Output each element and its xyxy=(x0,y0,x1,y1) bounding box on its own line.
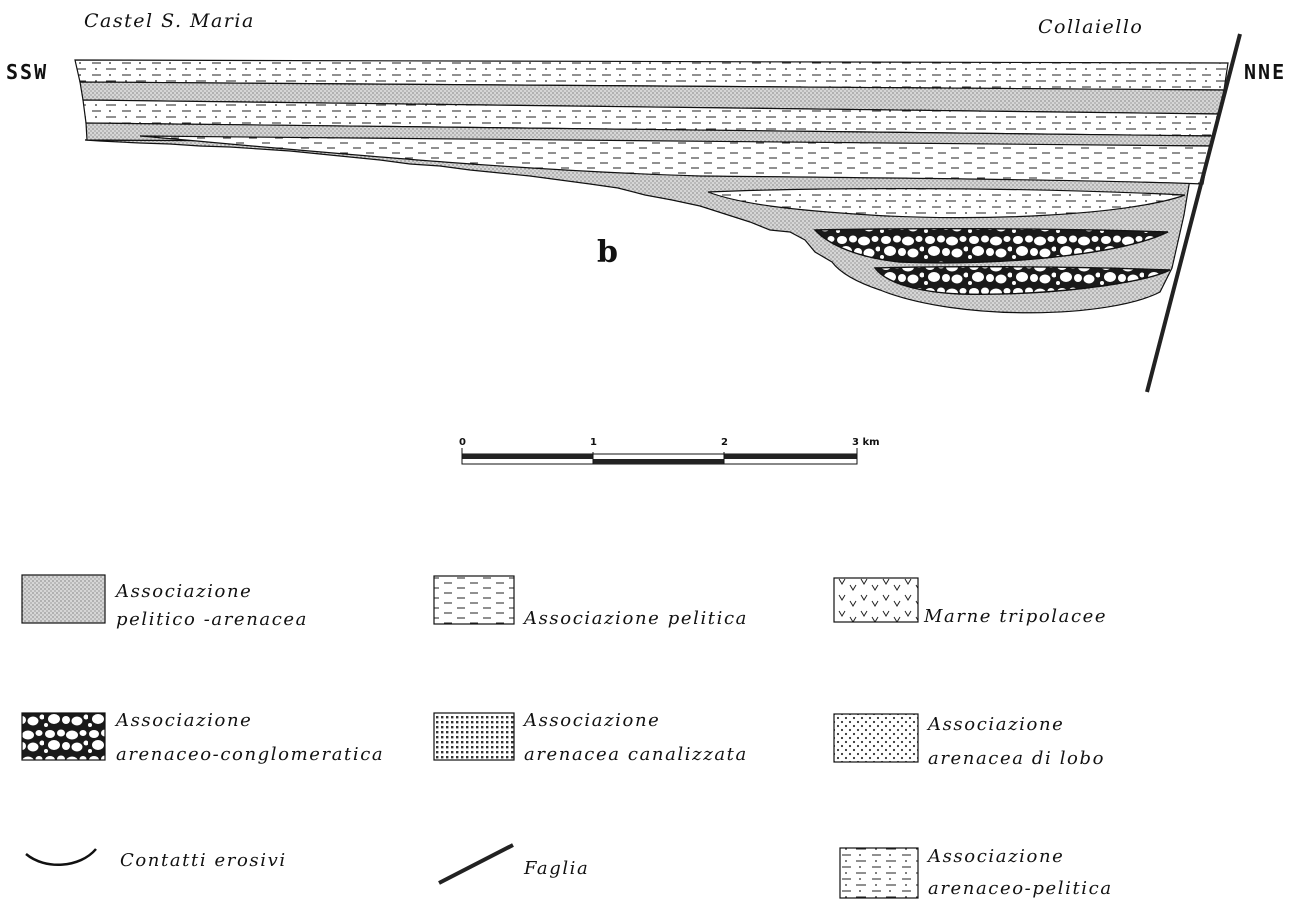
legend-label-arenaceo-conglomeratica-1: Associazione xyxy=(114,710,252,731)
direction-right-label: NNE xyxy=(1244,60,1286,84)
direction-left-label: SSW xyxy=(6,60,48,84)
legend-swatch-marne xyxy=(834,578,918,622)
legend-swatch-arenaceo-pelitica xyxy=(840,848,918,898)
legend-label-arenacea-canalizzata-2: arenacea canalizzata xyxy=(524,744,748,765)
legend-swatch-arenacea-canalizzata xyxy=(434,713,514,760)
legend-symbol-erosive-contact xyxy=(26,849,96,865)
legend: Associazione pelitico -arenacea Associaz… xyxy=(22,575,1113,899)
legend-symbol-fault xyxy=(439,845,513,883)
legend-swatch-arenaceo-conglomeratica xyxy=(22,713,105,760)
locality-right-label: Collaiello xyxy=(1038,16,1143,38)
legend-label-arenaceo-pelitica-1: Associazione xyxy=(926,846,1064,867)
legend-label-arenaceo-conglomeratica-2: arenaceo-conglomeratica xyxy=(116,744,384,765)
legend-label-erosive-contact: Contatti erosivi xyxy=(120,850,287,871)
cross-section xyxy=(75,34,1240,392)
legend-label-marne: Marne tripolacee xyxy=(923,606,1107,627)
legend-label-fault: Faglia xyxy=(523,858,589,879)
legend-label-pelitico-arenacea-2: pelitico -arenacea xyxy=(116,609,308,630)
legend-label-arenaceo-pelitica-2: arenaceo-pelitica xyxy=(928,878,1113,899)
legend-label-arenacea-lobo-2: arenacea di lobo xyxy=(928,748,1105,769)
scale-tick-1: 1 xyxy=(590,437,597,448)
legend-label-pelitico-arenacea-1: Associazione xyxy=(114,581,252,602)
legend-swatch-pelitica xyxy=(434,576,514,624)
locality-left-label: Castel S. Maria xyxy=(84,10,255,32)
scale-bar: 0 1 2 3 km xyxy=(459,437,880,464)
legend-label-pelitica: Associazione pelitica xyxy=(522,608,748,629)
legend-label-arenacea-canalizzata-1: Associazione xyxy=(522,710,660,731)
scale-tick-2: 2 xyxy=(721,437,728,448)
scale-tick-0: 0 xyxy=(459,437,466,448)
scale-tick-3: 3 km xyxy=(852,437,880,448)
section-letter-label: b xyxy=(597,235,618,270)
legend-swatch-arenacea-lobo xyxy=(834,714,918,762)
legend-swatch-pelitico-arenacea xyxy=(22,575,105,623)
legend-label-arenacea-lobo-1: Associazione xyxy=(926,714,1064,735)
